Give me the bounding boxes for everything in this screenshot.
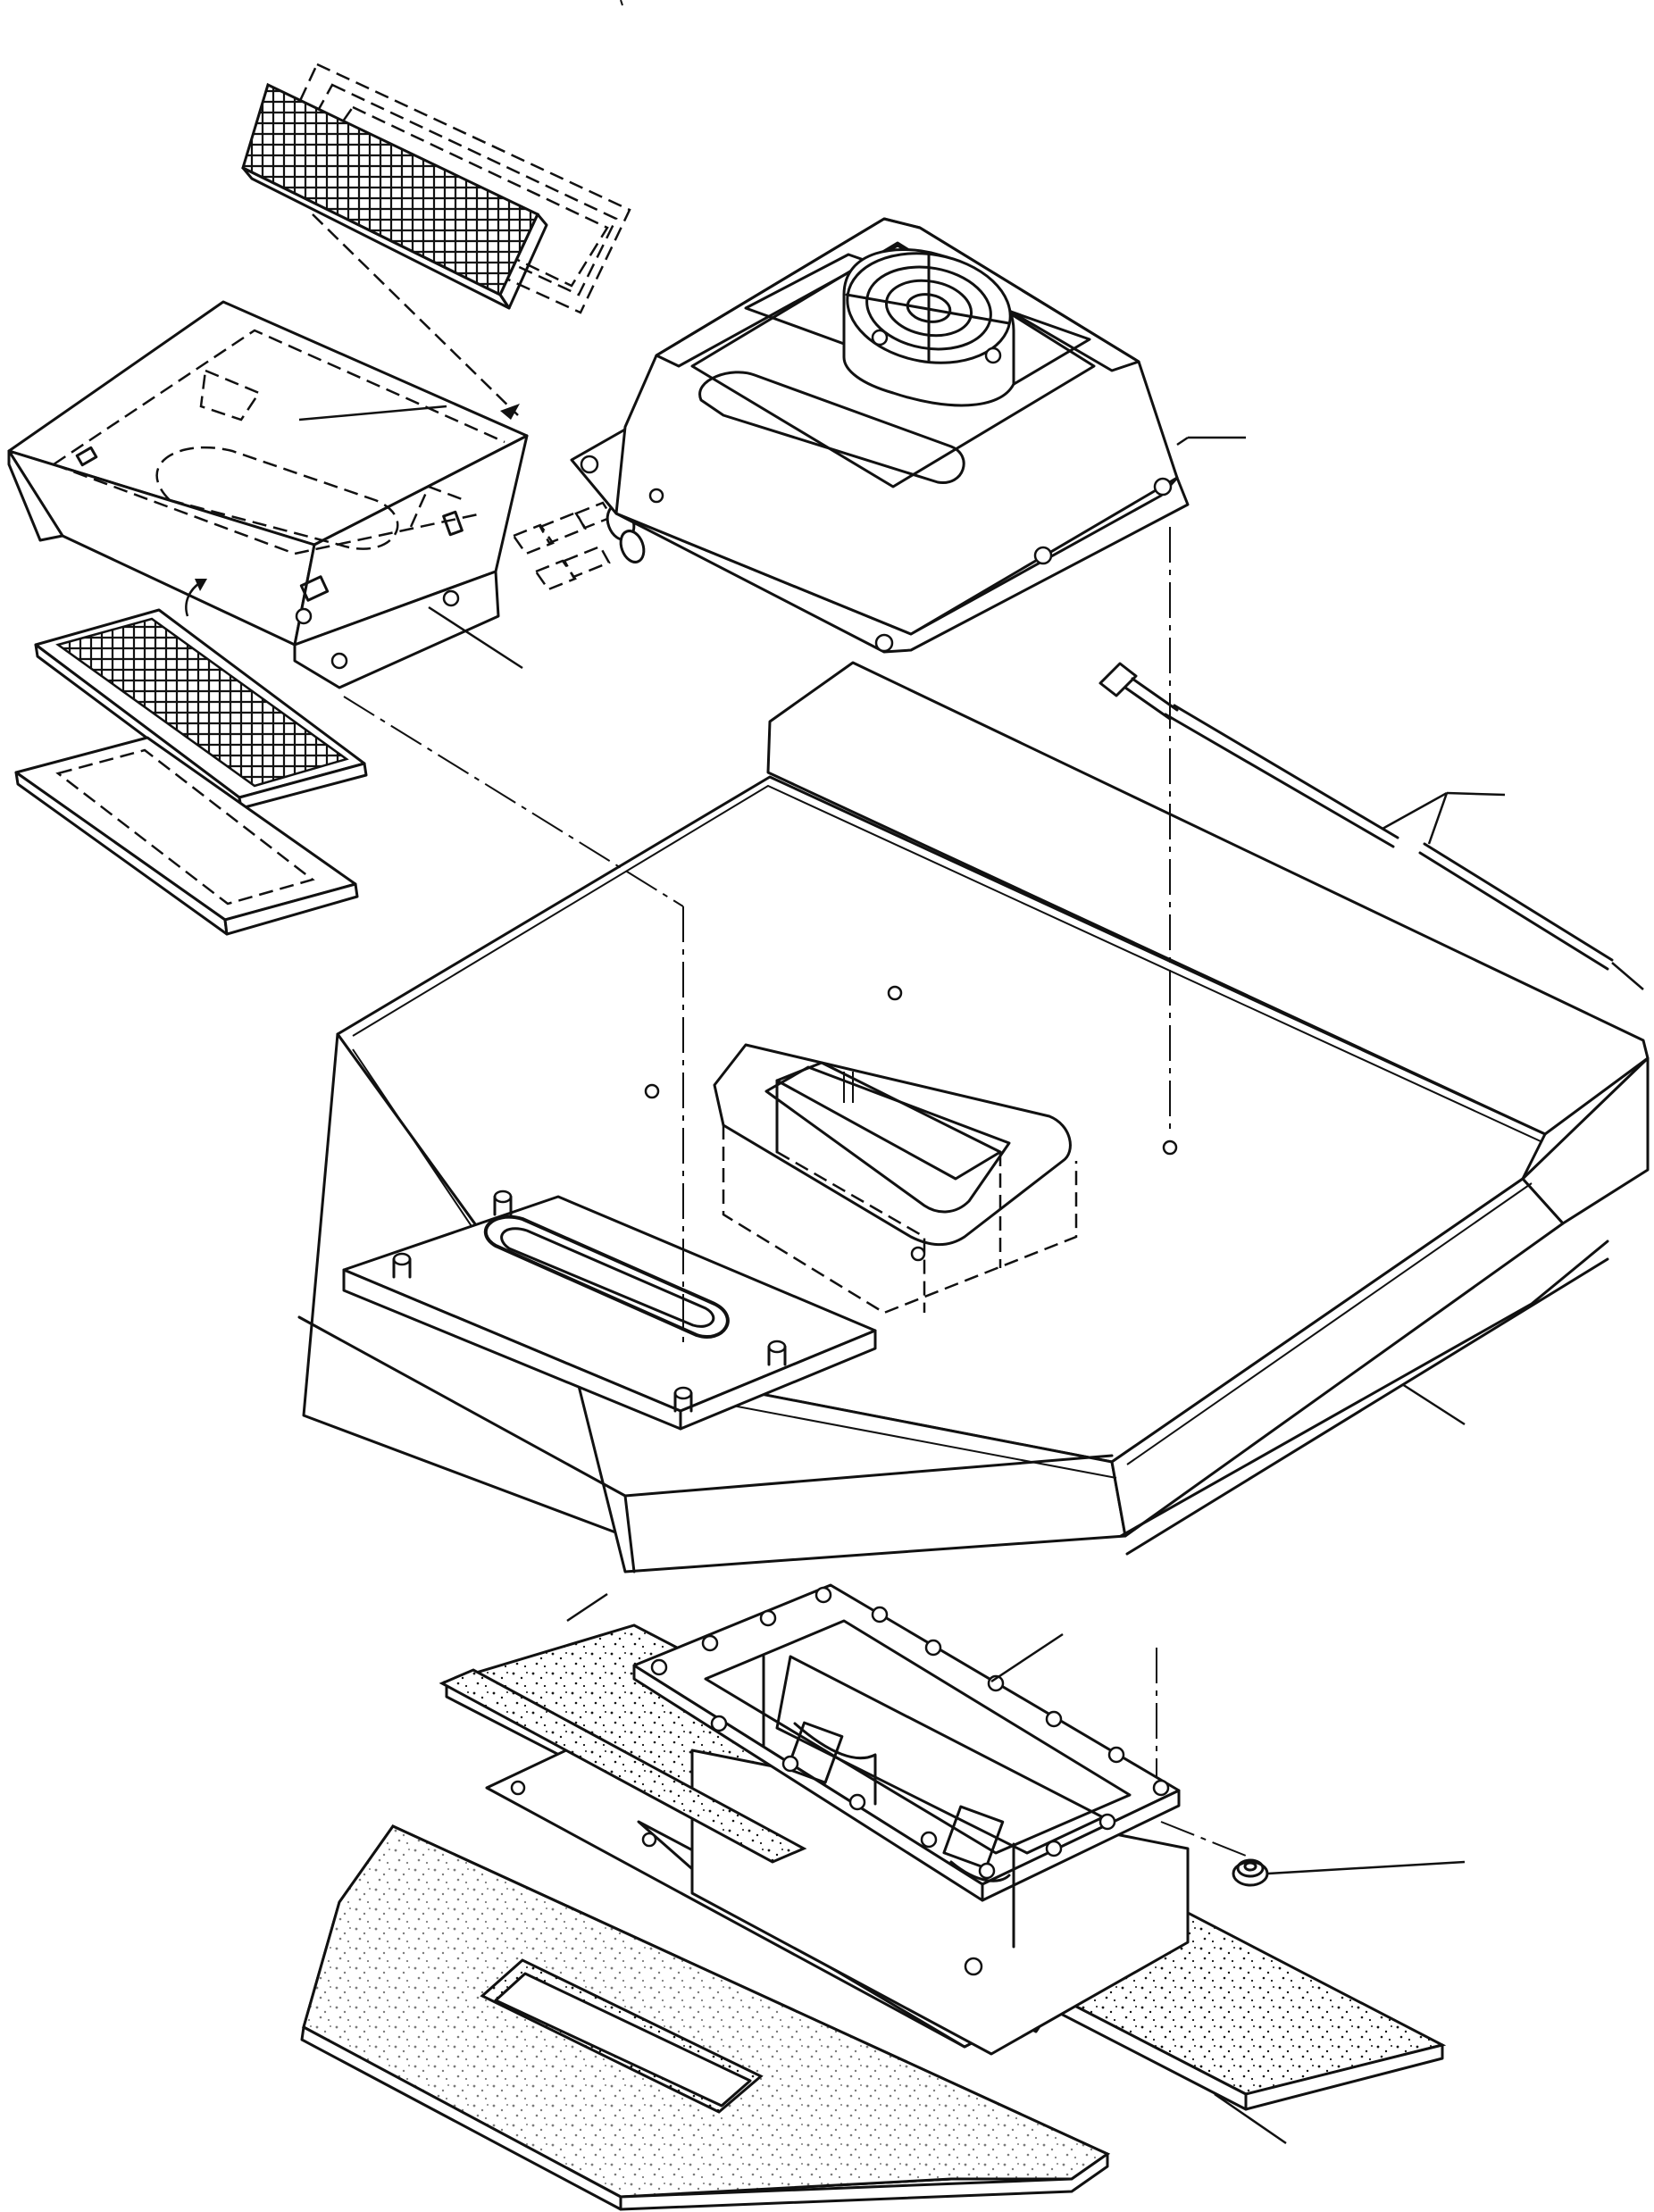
gasket-strip (439, 1668, 807, 1864)
intake-hood (7, 300, 529, 689)
drain-tube (1098, 662, 1644, 990)
fan-guard (842, 248, 1015, 407)
filter-frame (14, 736, 359, 936)
alignment-lines (185, 213, 1247, 1857)
mounting-plate (342, 1189, 877, 1431)
top-tick (620, 0, 623, 6)
blower-housing (570, 217, 1246, 654)
adapter-flange (485, 1583, 1190, 2056)
insulation-pad (300, 1824, 1111, 2211)
duct-opening (713, 1043, 1078, 1315)
air-filter-element (241, 63, 631, 314)
grommet (1232, 1858, 1466, 1887)
